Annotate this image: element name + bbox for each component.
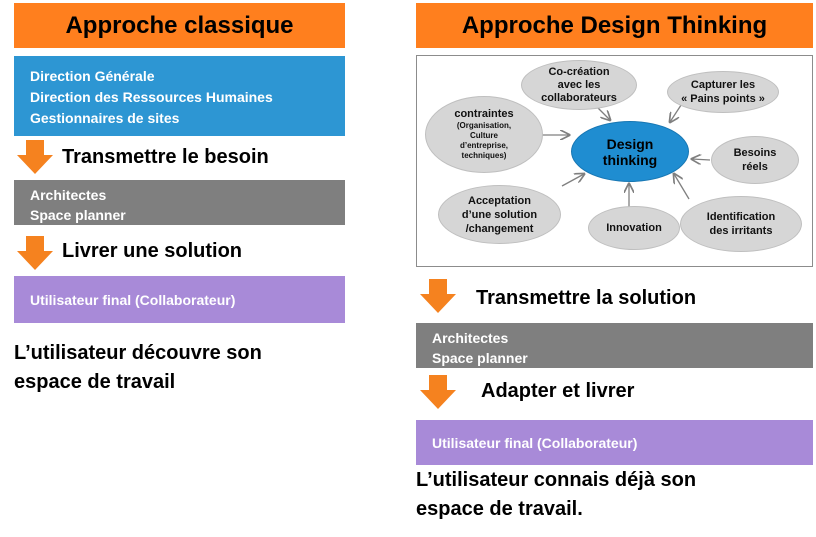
- cocreation-bubble: Co-création avec les collaborateurs: [521, 60, 637, 110]
- end-user-box: Utilisateur final (Collaborateur): [14, 276, 345, 323]
- step-adapt-deliver: Adapter et livrer: [481, 380, 635, 402]
- down-arrow-icon: [17, 236, 53, 270]
- step-deliver-solution: Livrer une solution: [62, 240, 243, 262]
- management-line: Direction Générale: [30, 68, 155, 84]
- classic-outcome-note: L’utilisateur découvre son espace de tra…: [14, 339, 262, 397]
- end-user-label: Utilisateur final (Collaborateur): [30, 291, 236, 308]
- end-user-box-right: Utilisateur final (Collaborateur): [416, 420, 813, 465]
- architects-line: Architectes: [432, 330, 509, 346]
- innovation-bubble: Innovation: [588, 206, 680, 250]
- down-arrow-icon: [420, 279, 456, 313]
- architects-box-right: Architectes Space planner: [416, 323, 813, 368]
- real-needs-label: Besoins réels: [733, 147, 777, 173]
- management-box: Direction Générale Direction des Ressour…: [14, 56, 345, 136]
- cocreation-label: Co-création avec les collaborateurs: [541, 65, 617, 104]
- classic-approach-header: Approche classique: [14, 3, 345, 48]
- acceptance-bubble: Acceptation d’une solution /changement: [438, 185, 561, 244]
- classic-approach-title: Approche classique: [65, 11, 294, 39]
- space-planner-line: Space planner: [432, 350, 528, 366]
- architects-box: Architectes Space planner: [14, 180, 345, 225]
- note-line: espace de travail.: [416, 498, 583, 520]
- arrow-besoins: [692, 159, 711, 160]
- step-transmit-solution: Transmettre la solution: [476, 287, 697, 309]
- design-thinking-title: Approche Design Thinking: [461, 11, 768, 39]
- note-line: L’utilisateur connais déjà son: [416, 469, 697, 491]
- pain-points-bubble: Capturer les « Pains points »: [667, 71, 779, 113]
- real-needs-bubble: Besoins réels: [711, 136, 799, 184]
- design-thinking-header: Approche Design Thinking: [416, 3, 813, 48]
- end-user-label: Utilisateur final (Collaborateur): [432, 434, 638, 451]
- innovation-label: Innovation: [606, 222, 662, 234]
- management-line: Direction des Ressources Humaines: [30, 89, 273, 105]
- design-thinking-diagram: Design thinking Co-création avec les col…: [416, 55, 813, 267]
- design-thinking-outcome-note: L’utilisateur connais déjà son espace de…: [416, 466, 696, 524]
- note-line: espace de travail: [14, 371, 176, 393]
- arrow-acceptation: [561, 174, 584, 187]
- design-thinking-center: Design thinking: [571, 121, 689, 182]
- space-planner-line: Space planner: [30, 207, 126, 223]
- pain-points-label: Capturer les « Pains points »: [681, 79, 765, 105]
- management-line: Gestionnaires de sites: [30, 110, 180, 126]
- irritants-bubble: Identification des irritants: [680, 196, 802, 252]
- arrow-irritants: [674, 174, 690, 200]
- step-transmit-need: Transmettre le besoin: [62, 146, 269, 168]
- center-label: Design thinking: [602, 135, 658, 168]
- constraints-bubble: contraintes (Organisation, Culture d’ent…: [425, 96, 543, 173]
- note-line: L’utilisateur découvre son: [14, 342, 262, 364]
- acceptance-label: Acceptation d’une solution /changement: [461, 194, 538, 235]
- constraints-title: contraintes: [454, 108, 514, 120]
- down-arrow-icon: [17, 140, 53, 174]
- constraints-detail: (Organisation, Culture d’entreprise, tec…: [456, 121, 512, 160]
- architects-line: Architectes: [30, 187, 107, 203]
- irritants-label: Identification des irritants: [706, 211, 776, 237]
- down-arrow-icon: [420, 375, 456, 409]
